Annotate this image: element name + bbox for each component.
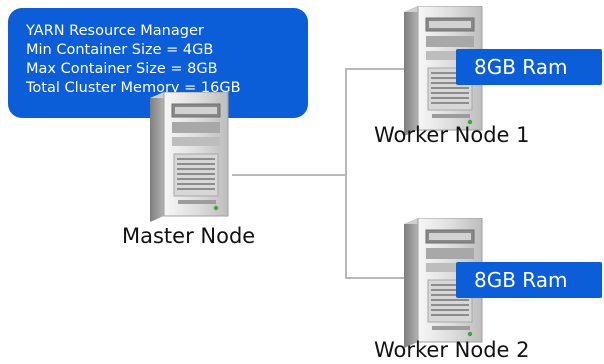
connector-trunk bbox=[345, 68, 347, 278]
worker-1-ram-badge: 8GB Ram bbox=[456, 49, 602, 85]
connector-worker-2 bbox=[345, 277, 407, 279]
max-container-size: Max Container Size = 8GB bbox=[26, 61, 218, 77]
worker-1-label: Worker Node 1 bbox=[374, 123, 530, 147]
worker-2-label: Worker Node 2 bbox=[374, 338, 530, 362]
master-node-label: Master Node bbox=[122, 224, 256, 248]
connector-worker-1 bbox=[345, 68, 407, 70]
master-server-icon bbox=[144, 92, 230, 222]
callout-title: YARN Resource Manager bbox=[26, 23, 204, 39]
connector-master bbox=[232, 174, 346, 176]
worker-2-ram-badge: 8GB Ram bbox=[456, 262, 602, 298]
min-container-size: Min Container Size = 4GB bbox=[26, 42, 214, 58]
